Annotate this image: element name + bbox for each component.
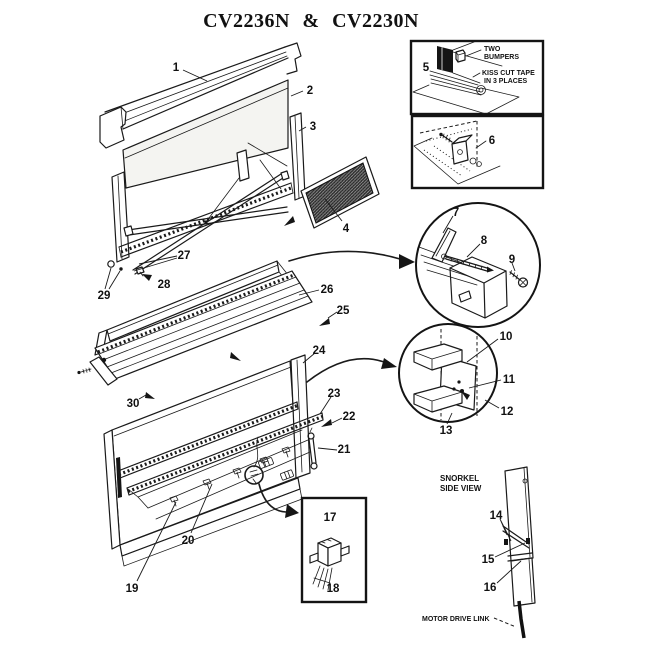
deck-clips bbox=[169, 446, 291, 507]
top-rail-part1 bbox=[99, 42, 302, 149]
callout-numbers: 1 2 3 4 7 8 9 10 11 12 13 14 15 16 19 20… bbox=[98, 62, 516, 595]
side-channel-part24 bbox=[290, 354, 311, 479]
callout-24: 24 bbox=[313, 345, 326, 357]
callout-1: 1 bbox=[173, 62, 180, 74]
callout-16: 16 bbox=[484, 582, 497, 594]
bumpers-label-1: TWO bbox=[484, 46, 501, 53]
snorkel-heading-2: SIDE VIEW bbox=[440, 484, 482, 493]
scissor-arms-part27 bbox=[123, 170, 290, 277]
bumpers-label-2: BUMPERS bbox=[484, 54, 519, 61]
lower-cabinet bbox=[103, 354, 324, 567]
callout-12: 12 bbox=[501, 406, 514, 418]
callout-19: 19 bbox=[126, 583, 139, 595]
callout-17: 17 bbox=[324, 512, 337, 524]
callout-29: 29 bbox=[98, 290, 111, 302]
lower-bracket-part13 bbox=[413, 385, 463, 413]
callout-20: 20 bbox=[182, 535, 195, 547]
callout-18: 18 bbox=[327, 583, 340, 595]
upper-bracket-part10 bbox=[413, 343, 463, 371]
callout-8: 8 bbox=[481, 235, 488, 247]
motor-drive-link-label: MOTOR DRIVE LINK bbox=[422, 616, 490, 623]
screw-part12 bbox=[461, 391, 470, 400]
rail-part23 bbox=[126, 412, 324, 496]
detail-circle-brackets bbox=[398, 323, 498, 423]
inset-bracket-box: 6 bbox=[410, 114, 545, 190]
callout-28: 28 bbox=[158, 279, 171, 291]
front-panel-part2 bbox=[122, 79, 289, 189]
link-part21 bbox=[307, 427, 318, 470]
rod-part8 bbox=[441, 253, 494, 273]
callout-3: 3 bbox=[310, 121, 316, 133]
snorkel-heading-1: SNORKEL bbox=[440, 474, 479, 483]
screw-part9 bbox=[509, 270, 529, 288]
kiss-cut-tape-strips bbox=[429, 70, 482, 96]
callout-25: 25 bbox=[337, 305, 350, 317]
callout-22: 22 bbox=[343, 411, 356, 423]
inset-connector-box: 17 18 bbox=[300, 496, 368, 604]
bumper-cube bbox=[455, 49, 466, 63]
callout-4: 4 bbox=[343, 223, 350, 235]
callout-15: 15 bbox=[482, 554, 495, 566]
detail-circle-hinge bbox=[415, 202, 541, 328]
inset-bumpers-box: 5 TWO BUMPERS KISS CUT TAPE IN 3 PLACES bbox=[409, 39, 545, 116]
bracket-screw bbox=[439, 132, 453, 143]
pivot-cap-part29 bbox=[107, 260, 115, 268]
callout-7: 7 bbox=[453, 207, 459, 219]
callout-5: 5 bbox=[423, 62, 430, 74]
bumper-end-panel bbox=[437, 46, 453, 73]
snorkel-side-view: SNORKEL SIDE VIEW MOTOR DRIVE LINK bbox=[422, 466, 536, 639]
grille-part4 bbox=[300, 156, 380, 229]
motor-drive-link bbox=[517, 600, 526, 639]
middle-tray bbox=[77, 260, 313, 386]
arrow-to-bracket-detail bbox=[306, 357, 385, 383]
vent-slots bbox=[258, 457, 294, 481]
flow-arrows bbox=[258, 250, 415, 518]
callout-leaders bbox=[104, 69, 526, 584]
wire bbox=[253, 436, 259, 468]
diagram-title: CV2236N & CV2230N bbox=[203, 10, 419, 32]
arrow-to-connector-detail bbox=[258, 483, 287, 513]
callout-11: 11 bbox=[503, 374, 516, 386]
callout-27: 27 bbox=[178, 250, 191, 262]
tape-label-1: KISS CUT TAPE bbox=[482, 70, 535, 77]
flap-part7 bbox=[431, 227, 457, 263]
callout-9: 9 bbox=[509, 254, 515, 266]
callout-6: 6 bbox=[489, 135, 495, 147]
callout-13: 13 bbox=[440, 425, 453, 437]
callout-23: 23 bbox=[328, 388, 341, 400]
assembly-arrowheads bbox=[142, 216, 332, 427]
callout-26: 26 bbox=[321, 284, 334, 296]
callout-21: 21 bbox=[338, 444, 351, 456]
tape-label-2: IN 3 PLACES bbox=[484, 78, 528, 85]
tray-end-part30 bbox=[89, 356, 118, 386]
wires-part18 bbox=[312, 565, 333, 591]
bracket-part6 bbox=[451, 134, 473, 165]
callout-2: 2 bbox=[307, 85, 313, 97]
arrow-to-hinge-detail bbox=[288, 250, 401, 262]
back-frame bbox=[107, 112, 306, 271]
callout-10: 10 bbox=[500, 331, 513, 343]
callout-30: 30 bbox=[127, 398, 140, 410]
callout-14: 14 bbox=[490, 510, 503, 522]
inspection-circle bbox=[244, 465, 264, 485]
connector-part17 bbox=[309, 537, 350, 567]
